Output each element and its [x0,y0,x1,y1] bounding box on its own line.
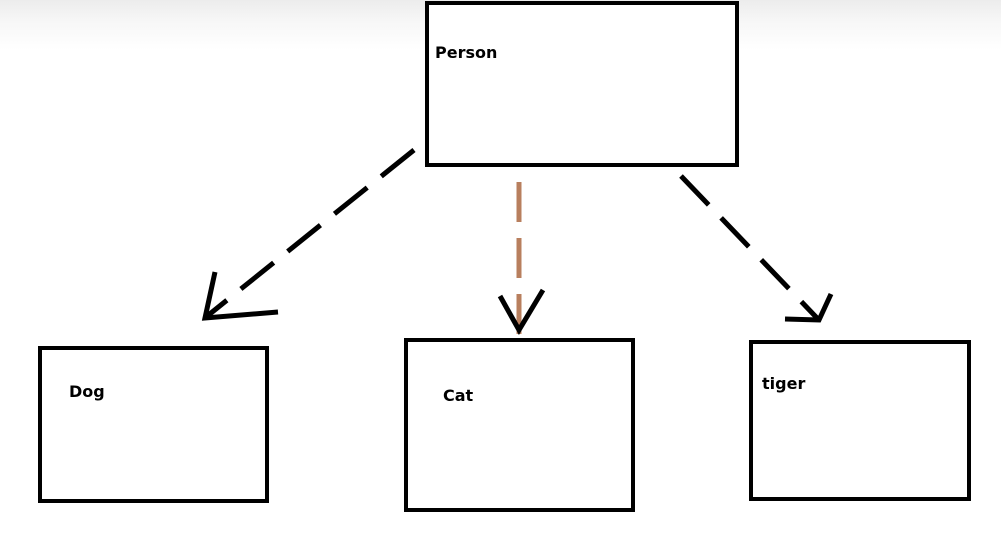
edge-person-to-tiger-arrowhead [784,292,834,323]
node-tiger: tiger [749,340,971,501]
node-cat: Cat [404,338,635,512]
node-dog-label: Dog [69,382,105,401]
node-person-label: Person [435,43,498,62]
edge-person-to-tiger-line [679,174,819,320]
edge-person-to-dog-line [204,148,416,319]
edge-person-to-cat-arrowhead [497,288,546,335]
edge-person-to-cat [497,182,546,340]
node-dog: Dog [38,346,269,503]
edge-person-to-tiger [679,174,834,323]
edge-person-to-dog-arrowhead [201,271,279,321]
edge-person-to-dog [201,148,416,321]
node-tiger-label: tiger [762,374,806,393]
node-person: Person [425,1,739,167]
node-cat-label: Cat [443,386,474,405]
